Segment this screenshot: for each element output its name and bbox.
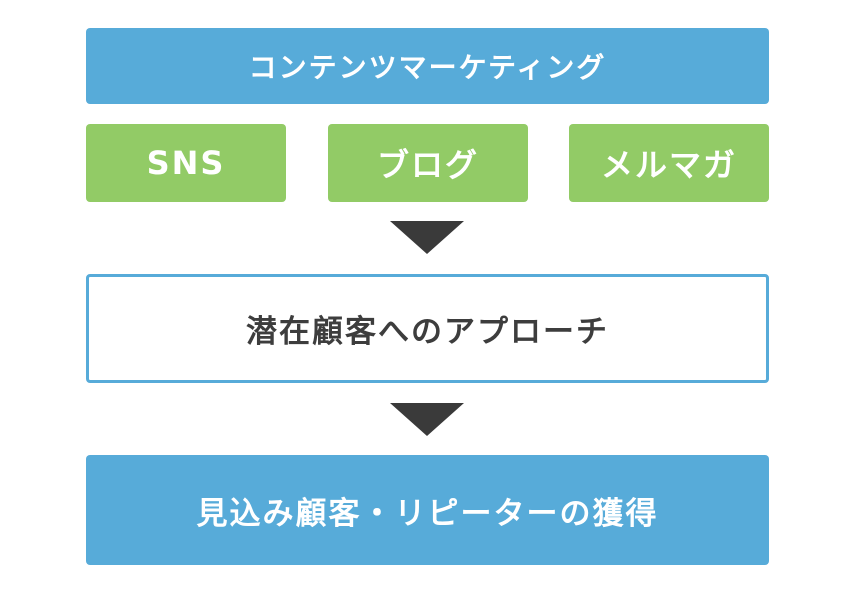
blog-channel-box: ブログ [328,124,528,202]
newsletter-channel-box: メルマガ [569,124,769,202]
approach-prospects-box: 潜在顧客へのアプローチ [86,274,769,383]
acquire-customers-box: 見込み顧客・リピーターの獲得 [86,455,769,565]
down-arrow-icon [390,403,464,436]
down-arrow-icon [390,221,464,254]
sns-channel-box: SNS [86,124,286,202]
content-marketing-box: コンテンツマーケティング [86,28,769,104]
